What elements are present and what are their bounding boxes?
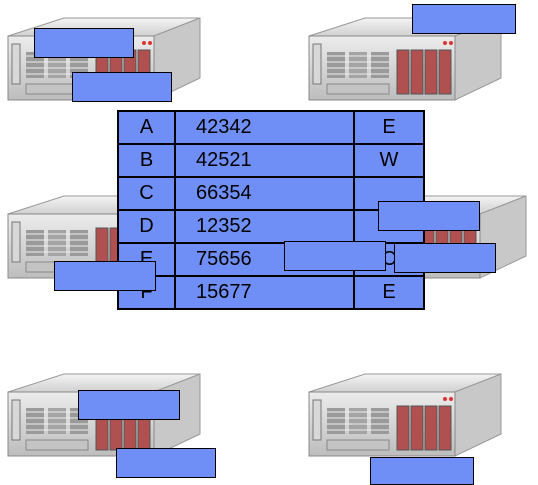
row-number: 15677 — [175, 276, 354, 309]
row-letter: A — [118, 111, 175, 144]
label-box[interactable] — [412, 4, 516, 34]
rack-server-icon — [305, 370, 505, 460]
label-box[interactable] — [394, 243, 496, 273]
table-row: B 42521 W — [118, 144, 424, 177]
label-box[interactable] — [284, 241, 386, 271]
row-code: E — [354, 276, 424, 309]
label-box[interactable] — [116, 448, 216, 478]
label-box[interactable] — [54, 261, 156, 291]
row-number: 66354 — [175, 177, 354, 210]
row-letter: B — [118, 144, 175, 177]
row-number: 42521 — [175, 144, 354, 177]
row-letter: D — [118, 210, 175, 243]
label-box[interactable] — [370, 457, 474, 485]
table-row: F 15677 E — [118, 276, 424, 309]
row-code: W — [354, 144, 424, 177]
table-row: A 42342 E — [118, 111, 424, 144]
label-box[interactable] — [78, 390, 180, 420]
row-number: 12352 — [175, 210, 354, 243]
label-box[interactable] — [378, 201, 480, 231]
row-number: 42342 — [175, 111, 354, 144]
label-box[interactable] — [72, 72, 172, 102]
label-box[interactable] — [34, 28, 134, 58]
row-code: E — [354, 111, 424, 144]
row-letter: C — [118, 177, 175, 210]
